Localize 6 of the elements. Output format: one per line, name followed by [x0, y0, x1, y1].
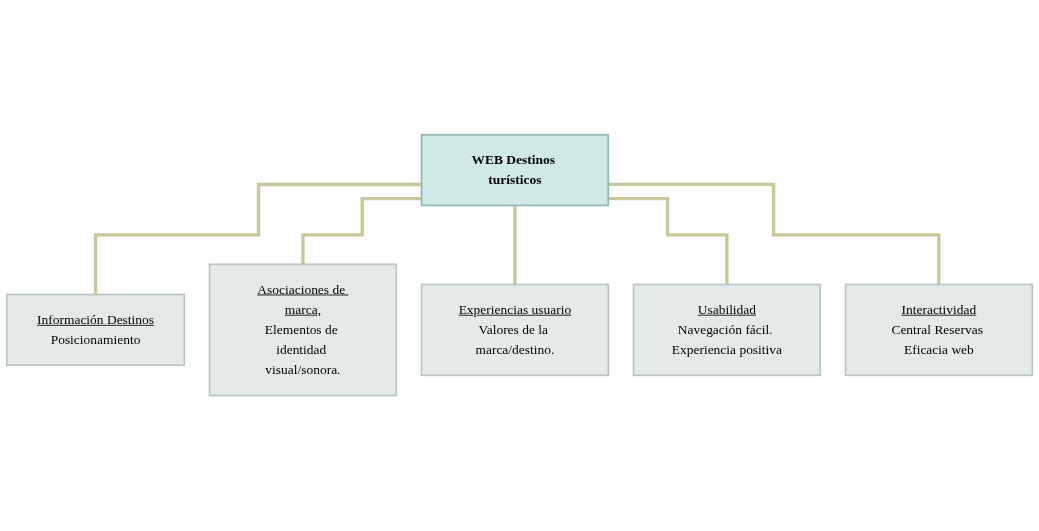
- node-box: Asociaciones de marca, Elementos de identidad visual/sonora.: [208, 263, 398, 397]
- node-box: Experiencias usuario Valores de la marca/destino.: [420, 284, 610, 377]
- node-box: WEB Destinos turísticos: [420, 134, 610, 207]
- node-box: Interactividad Central Reservas Eficacia web: [844, 284, 1034, 377]
- node-box: Usabilidad Navegación fácil. Experiencia positiva: [632, 284, 822, 377]
- node-box: Información Destinos Posicionamiento: [5, 294, 186, 367]
